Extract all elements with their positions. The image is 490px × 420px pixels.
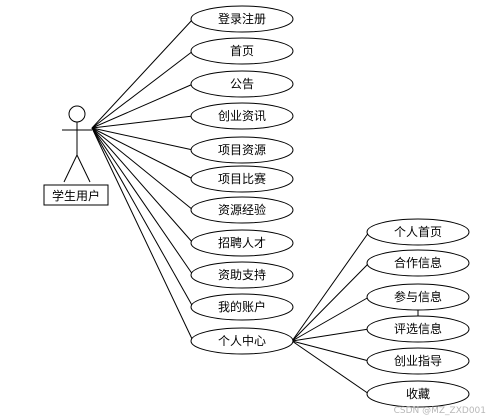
use-case-ellipse	[366, 249, 470, 277]
use-case-label: 公告	[230, 77, 254, 91]
use-case-project-resources: 项目资源	[190, 136, 294, 164]
use-case-ellipse	[366, 218, 470, 246]
association-line-startup-guidance	[291, 340, 370, 362]
use-case-label: 首页	[230, 44, 254, 58]
use-case-favorites: 收藏	[366, 380, 470, 408]
use-case-login: 登录注册	[190, 5, 294, 33]
use-case-label: 招聘人才	[218, 236, 266, 250]
association-line-login	[91, 18, 194, 129]
use-case-label: 创业资讯	[218, 109, 266, 123]
use-case-personal-center: 个人中心	[190, 327, 294, 355]
use-case-ellipse	[190, 136, 294, 164]
use-case-ellipse	[190, 102, 294, 130]
use-case-ellipse	[190, 165, 294, 193]
use-case-resource-experience: 资源经验	[190, 196, 294, 224]
association-line-personal-center	[91, 127, 194, 342]
actor-left-leg	[63, 154, 78, 183]
association-line-resource-experience	[91, 127, 194, 211]
association-line-personal-home	[291, 231, 370, 342]
use-case-evaluation-info: 评选信息	[366, 315, 470, 343]
actor-student-user: 学生用户	[43, 105, 109, 206]
use-case-label: 登录注册	[218, 11, 266, 26]
use-case-ellipse	[190, 293, 294, 321]
actor-right-leg	[76, 154, 91, 183]
use-case-label: 个人中心	[218, 333, 266, 348]
association-line-evaluation-info	[291, 328, 370, 342]
association-line-notice	[91, 83, 194, 129]
association-line-project-contest	[91, 127, 194, 180]
use-case-funding: 资助支持	[190, 261, 294, 289]
use-case-my-account: 我的账户	[190, 293, 294, 321]
use-case-label: 合作信息	[394, 255, 442, 270]
use-case-ellipse	[190, 229, 294, 257]
association-lines	[91, 18, 419, 395]
use-case-news: 创业资讯	[190, 102, 294, 130]
association-line-cooperation-info	[291, 262, 370, 342]
use-case-ellipse	[366, 315, 470, 343]
use-case-label: 资助支持	[218, 267, 266, 282]
association-line-home	[91, 50, 194, 129]
use-case-ellipse	[366, 283, 470, 311]
use-case-label: 项目比赛	[218, 171, 266, 186]
association-line-participation-info	[291, 296, 370, 342]
association-line-recruitment	[91, 127, 194, 244]
use-case-ellipse	[366, 380, 470, 408]
association-line-favorites	[291, 340, 370, 395]
use-case-startup-guidance: 创业指导	[366, 347, 470, 375]
association-line-news	[91, 115, 194, 129]
use-case-label: 创业指导	[394, 353, 442, 368]
use-case-ellipse	[190, 261, 294, 289]
use-case-label: 项目资源	[218, 143, 266, 157]
use-case-participation-info: 参与信息	[366, 283, 470, 311]
use-case-notice: 公告	[190, 70, 294, 98]
use-case-label: 收藏	[406, 387, 430, 401]
use-case-home: 首页	[190, 37, 294, 65]
actor-label-box	[43, 184, 109, 206]
actor-head	[68, 105, 86, 123]
use-case-ellipse	[190, 70, 294, 98]
association-line-my-account	[91, 127, 194, 308]
use-case-ellipse	[366, 347, 470, 375]
use-case-ellipse	[190, 5, 294, 33]
use-case-ellipse	[190, 37, 294, 65]
association-line-project-resources	[91, 127, 194, 151]
use-case-cooperation-info: 合作信息	[366, 249, 470, 277]
use-case-recruitment: 招聘人才	[190, 229, 294, 257]
actor-label: 学生用户	[52, 188, 100, 203]
use-case-ellipse	[190, 196, 294, 224]
use-case-label: 参与信息	[394, 289, 442, 304]
use-case-ellipse	[190, 327, 294, 355]
use-case-project-contest: 项目比赛	[190, 165, 294, 193]
use-case-label: 我的账户	[218, 299, 266, 314]
watermark: CSDN @MZ_ZXD001	[394, 406, 486, 416]
use-case-personal-home: 个人首页	[366, 218, 470, 246]
association-line-funding	[91, 127, 194, 276]
use-case-label: 评选信息	[394, 321, 442, 336]
use-case-label: 个人首页	[394, 225, 442, 239]
use-cases: 登录注册首页公告创业资讯项目资源项目比赛资源经验招聘人才资助支持我的账户个人中心…	[190, 5, 470, 408]
use-case-label: 资源经验	[218, 202, 266, 217]
